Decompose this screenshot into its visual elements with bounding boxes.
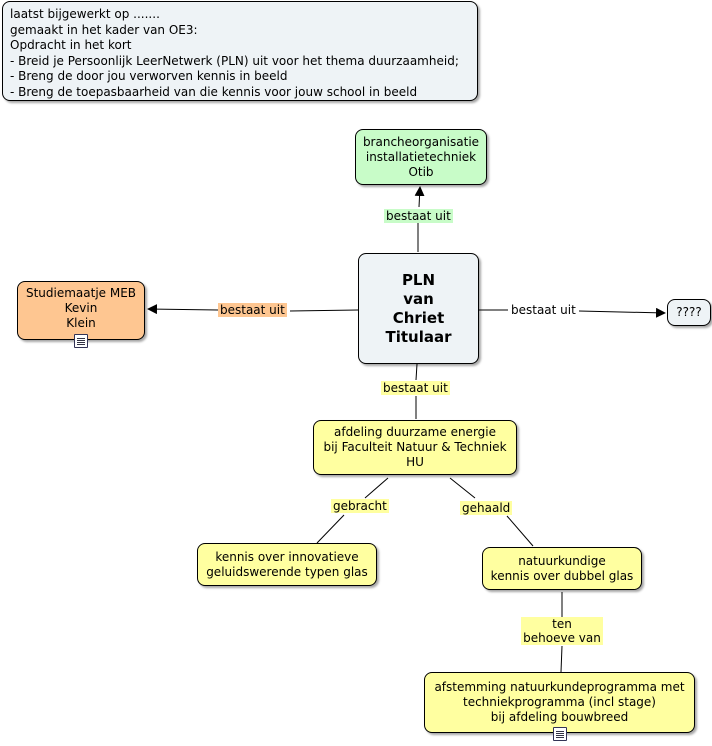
- node-unknown[interactable]: ????: [667, 299, 711, 326]
- link-line-gehaald-a: [449, 477, 476, 499]
- link-label-top: bestaat uit: [384, 209, 453, 223]
- node-studiemaatje[interactable]: Studiemaatje MEB Kevin Klein: [17, 281, 145, 340]
- info-note: laatst bijgewerkt op ....... gemaakt in …: [2, 1, 478, 101]
- link-label-bottom: bestaat uit: [381, 381, 450, 395]
- node-branche[interactable]: brancheorganisatie installatietechniek O…: [355, 129, 487, 185]
- link-line-gebracht-a: [364, 477, 389, 499]
- link-label-left: bestaat uit: [218, 303, 287, 317]
- node-afdeling[interactable]: afdeling duurzame energie bij Faculteit …: [313, 420, 517, 475]
- link-arrow-right: [578, 307, 666, 318]
- node-natuurkundige[interactable]: natuurkundige kennis over dubbel glas: [482, 547, 642, 590]
- link-label-gehaald: gehaald: [460, 501, 513, 515]
- link-label-ten-behoeve: ten behoeve van: [521, 617, 603, 645]
- link-label-right: bestaat uit: [511, 303, 576, 317]
- link-line-gehaald-b: [506, 515, 534, 547]
- link-line-gebracht-b: [316, 514, 345, 544]
- node-afstemming[interactable]: afstemming natuurkundeprogramma met tech…: [424, 672, 695, 733]
- link-line-ten-b: [560, 645, 563, 673]
- document-icon[interactable]: [74, 334, 88, 348]
- link-line-bottom-a: [415, 363, 418, 381]
- link-arrow-left: [147, 304, 219, 315]
- link-line-left: [289, 309, 359, 312]
- link-label-gebracht: gebracht: [331, 499, 389, 513]
- link-arrow-top: [414, 186, 425, 208]
- document-icon[interactable]: [553, 727, 567, 741]
- node-kennis-glas[interactable]: kennis over innovatieve geluidswerende t…: [197, 543, 377, 586]
- node-central[interactable]: PLN van Chriet Titulaar: [358, 253, 479, 364]
